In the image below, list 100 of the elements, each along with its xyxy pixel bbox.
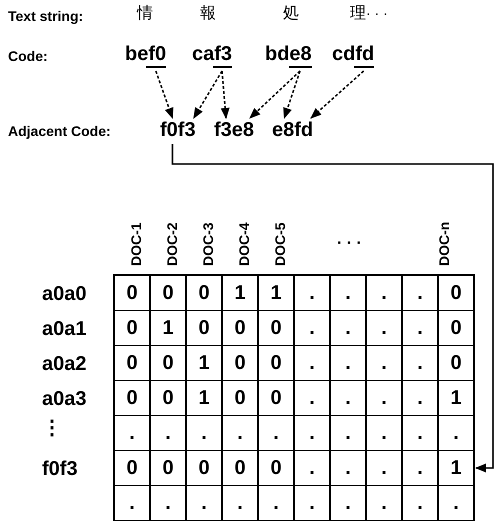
code-text: bef0 <box>125 43 166 65</box>
cell-value: 0 <box>198 458 210 478</box>
arrow <box>220 70 230 120</box>
cell-value: 0 <box>450 318 462 338</box>
cell-value: . <box>417 318 423 338</box>
row-label: f0f3 <box>42 459 78 479</box>
cell-value: . <box>345 423 351 443</box>
column-header: DOC-4 <box>237 222 251 266</box>
code-text: cdfd <box>332 43 374 65</box>
cell-value: . <box>381 493 387 513</box>
arrow <box>193 70 223 119</box>
ellipsis: ⋮ <box>42 418 62 438</box>
cell-value: . <box>417 423 423 443</box>
cell-value: 0 <box>162 283 174 303</box>
arrow <box>249 70 301 119</box>
column-header: DOC-n <box>437 222 451 266</box>
cell-value: . <box>237 423 243 443</box>
cell-value: . <box>273 423 279 443</box>
cell-value: 0 <box>126 458 138 478</box>
character: 理 <box>350 6 366 22</box>
column-header: DOC-2 <box>165 222 179 266</box>
cell-value: . <box>417 458 423 478</box>
cell-value: . <box>309 493 315 513</box>
cell-value: 0 <box>162 388 174 408</box>
cell-value: . <box>345 353 351 373</box>
cell-value: . <box>453 493 459 513</box>
cell-value: 1 <box>234 283 246 303</box>
cell-value: 1 <box>198 388 210 408</box>
ellipsis: · · · <box>337 236 362 252</box>
column-header: DOC-3 <box>201 222 215 266</box>
cell-value: 0 <box>126 318 138 338</box>
code-text: f3e8 <box>214 119 254 141</box>
code-text: e8fd <box>272 119 314 141</box>
cell-value: . <box>201 493 207 513</box>
cell-value: . <box>417 353 423 373</box>
arrow <box>155 70 174 120</box>
cell-value: . <box>309 353 315 373</box>
cell-value: 0 <box>198 318 210 338</box>
cell-value: . <box>201 423 207 443</box>
row-label: Code: <box>8 49 48 63</box>
cell-value: 0 <box>126 353 138 373</box>
cell-value: . <box>129 423 135 443</box>
cell-value: 0 <box>234 458 246 478</box>
cell-value: . <box>237 493 243 513</box>
cell-value: . <box>309 458 315 478</box>
cell-value: . <box>345 458 351 478</box>
cell-value: . <box>273 493 279 513</box>
code-text: caf3 <box>192 43 232 65</box>
code-text: f0f3 <box>160 119 196 141</box>
cell-value: 1 <box>270 283 282 303</box>
cell-value: 0 <box>270 388 282 408</box>
cell-value: . <box>417 283 423 303</box>
cell-value: . <box>345 493 351 513</box>
cell-value: . <box>381 388 387 408</box>
cell-value: . <box>381 318 387 338</box>
cell-value: 0 <box>234 388 246 408</box>
cell-value: 0 <box>234 318 246 338</box>
cell-value: 1 <box>450 458 462 478</box>
cell-value: 0 <box>450 353 462 373</box>
cell-value: 0 <box>162 353 174 373</box>
cell-value: . <box>165 493 171 513</box>
cell-value: . <box>309 388 315 408</box>
character: 情 <box>137 6 153 22</box>
cell-value: . <box>417 388 423 408</box>
row-label: Text string: <box>8 9 84 23</box>
cell-value: . <box>381 283 387 303</box>
row-label: a0a0 <box>42 284 86 304</box>
cell-value: 0 <box>270 318 282 338</box>
cell-value: . <box>309 318 315 338</box>
column-header: DOC-5 <box>273 222 287 266</box>
cell-value: 0 <box>450 283 462 303</box>
cell-value: 0 <box>270 458 282 478</box>
row-label: a0a2 <box>42 354 86 374</box>
row-label: a0a1 <box>42 319 86 339</box>
arrow <box>310 70 364 119</box>
code-text: bde8 <box>265 43 312 65</box>
cell-value: 0 <box>270 353 282 373</box>
cell-value: . <box>381 458 387 478</box>
cell-value: . <box>381 423 387 443</box>
cell-value: . <box>165 423 171 443</box>
cell-value: 1 <box>162 318 174 338</box>
cell-value: 0 <box>126 283 138 303</box>
arrow <box>283 70 301 120</box>
cell-value: . <box>345 318 351 338</box>
arrow <box>172 144 494 472</box>
cell-value: 0 <box>234 353 246 373</box>
cell-value: . <box>129 493 135 513</box>
cell-value: . <box>417 493 423 513</box>
matrix-table <box>113 274 475 521</box>
character: 報 <box>200 6 216 22</box>
cell-value: 1 <box>450 388 462 408</box>
column-header: DOC-1 <box>129 222 143 266</box>
cell-value: . <box>453 423 459 443</box>
cell-value: . <box>381 353 387 373</box>
cell-value: . <box>345 388 351 408</box>
cell-value: 0 <box>198 283 210 303</box>
cell-value: 0 <box>126 388 138 408</box>
row-label: a0a3 <box>42 389 86 409</box>
cell-value: . <box>345 283 351 303</box>
cell-value: . <box>309 283 315 303</box>
